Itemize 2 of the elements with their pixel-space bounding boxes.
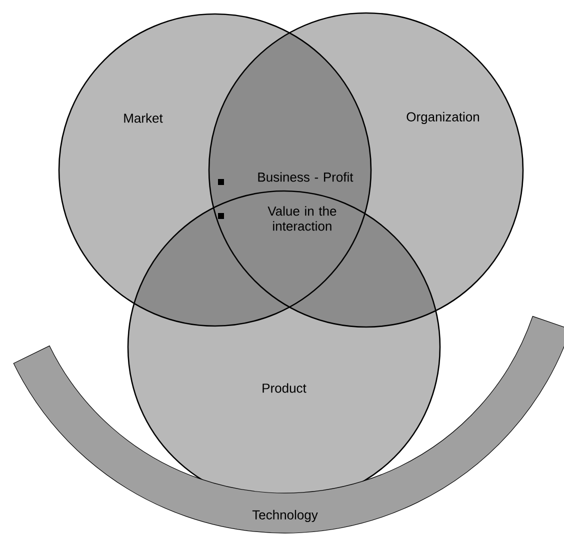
bullet-text: Business - Profit: [258, 172, 354, 182]
bullet-text: Value in the interaction: [268, 206, 336, 231]
